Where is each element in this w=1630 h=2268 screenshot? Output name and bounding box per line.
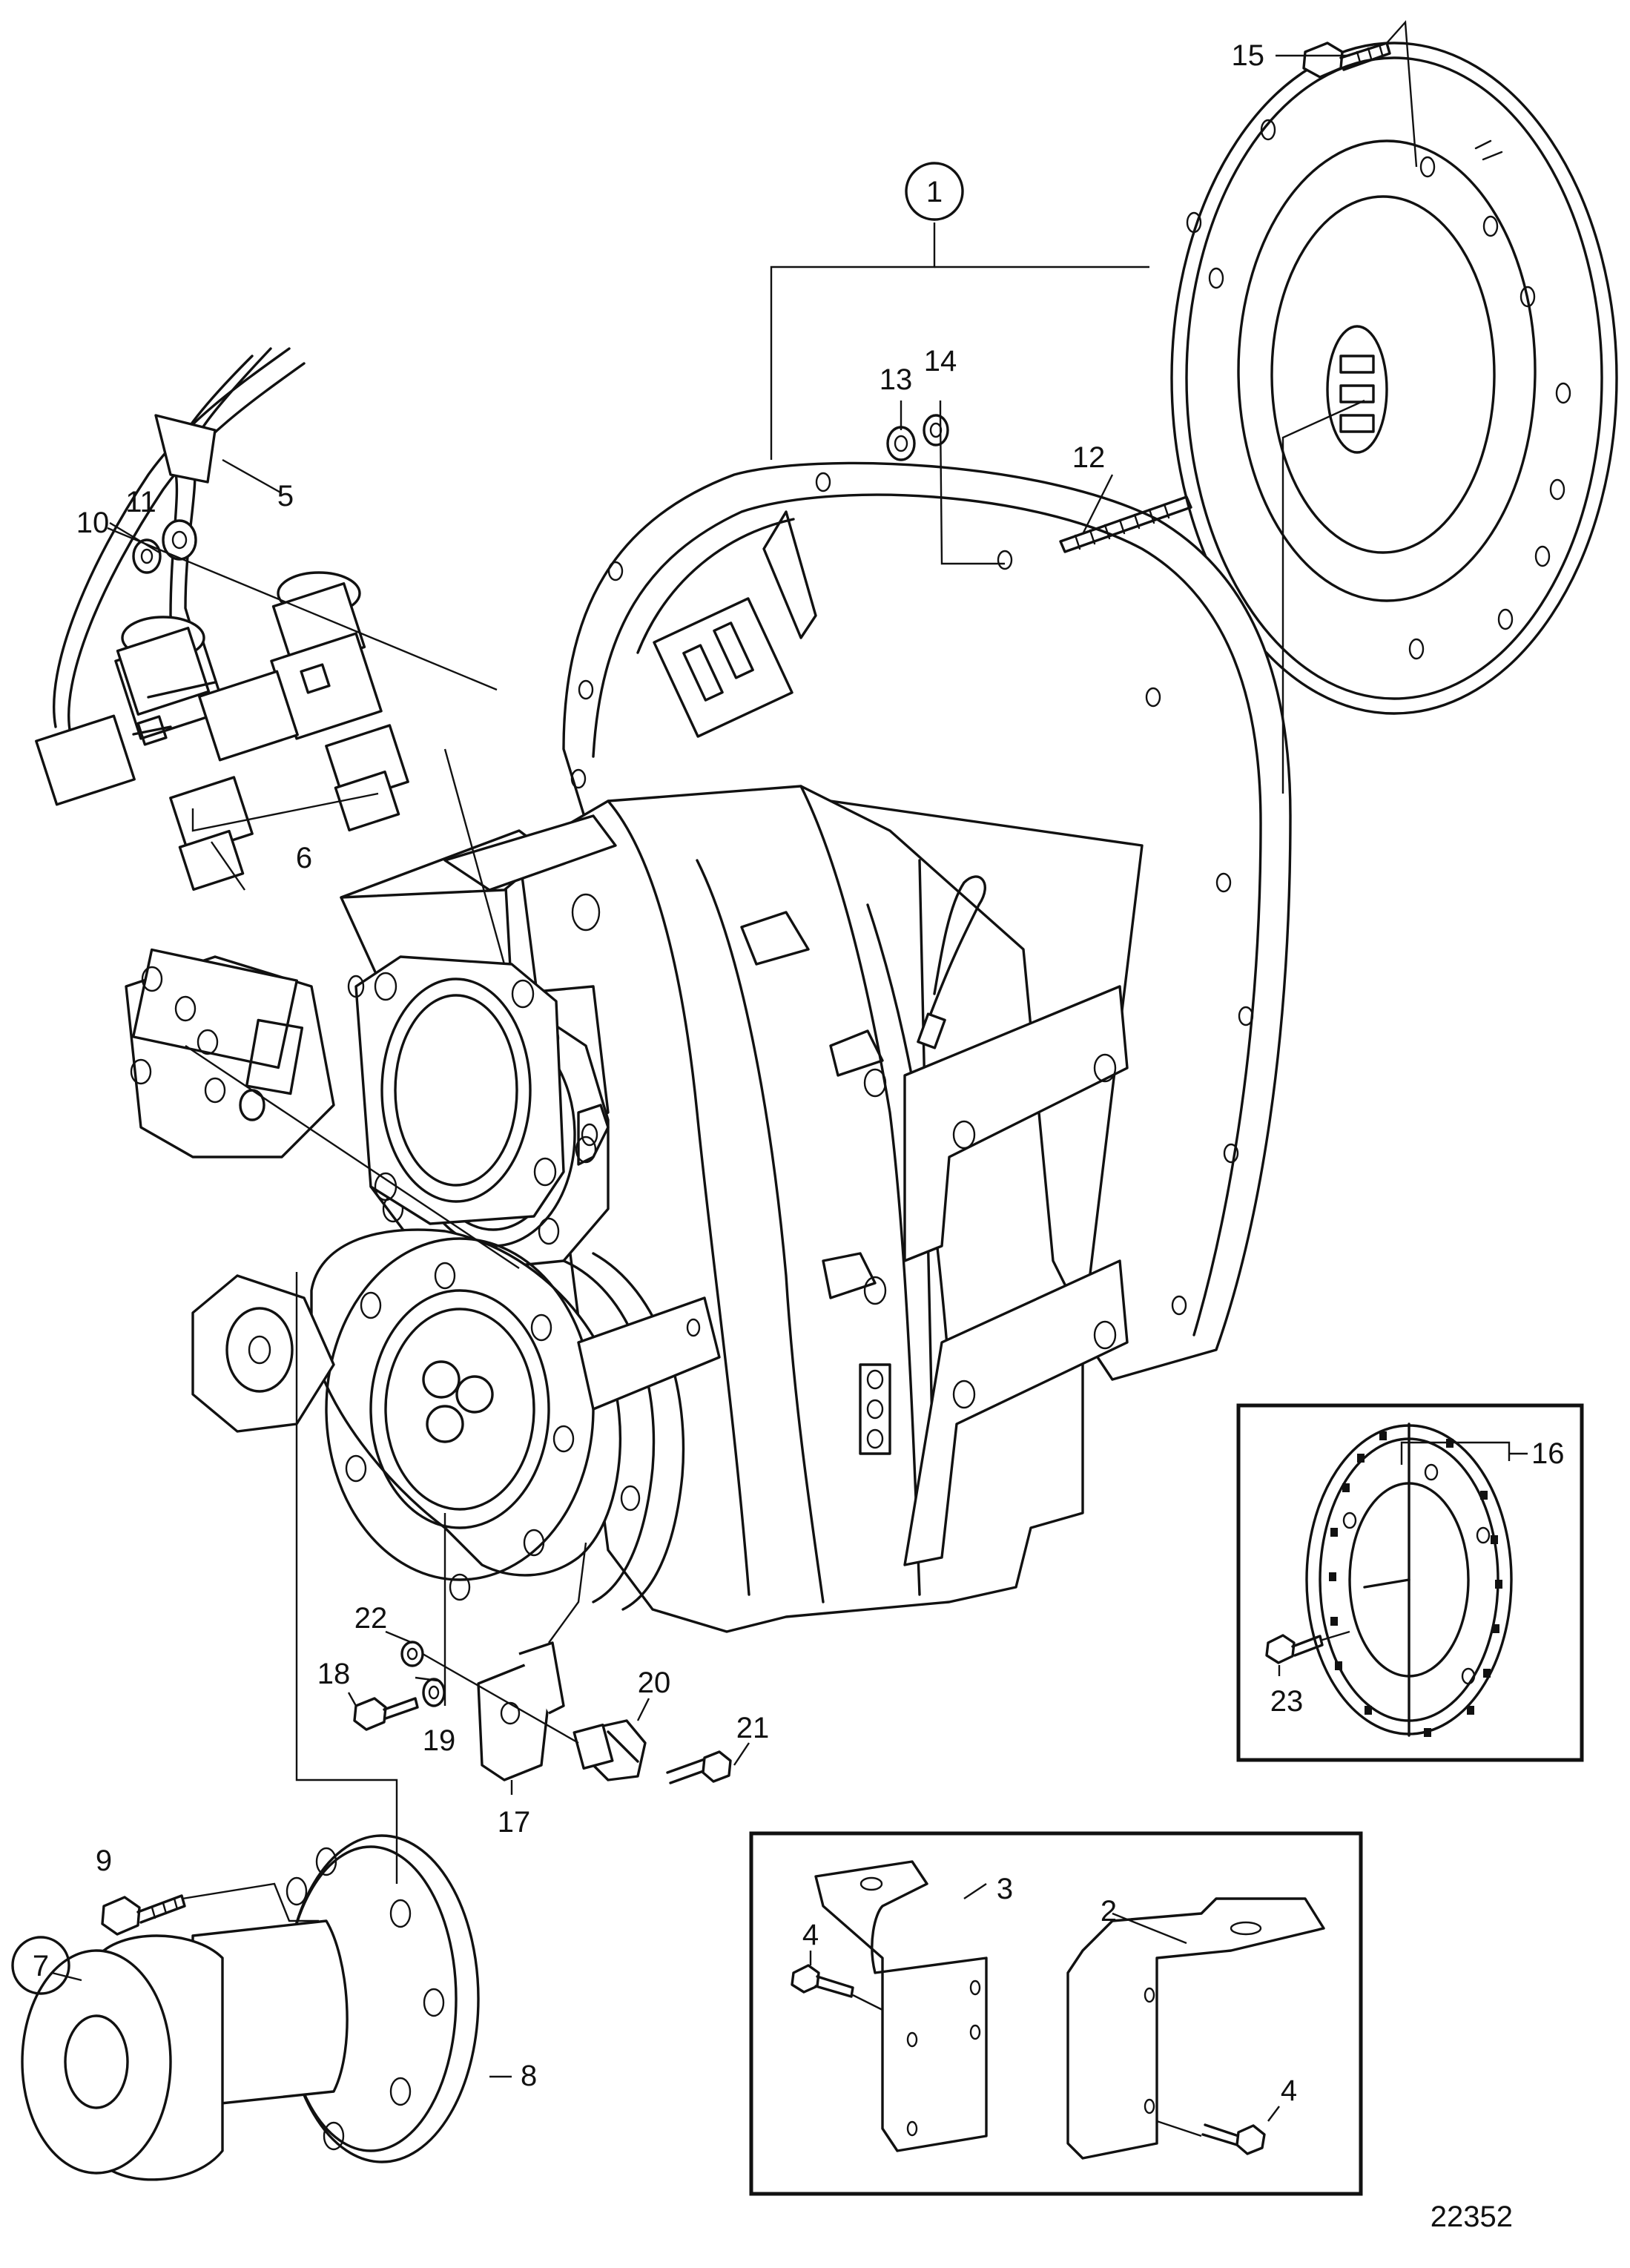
sensor-20: [573, 1719, 647, 1781]
callout-13: 13: [880, 363, 913, 396]
callout-4-left: 4: [802, 1919, 819, 1951]
inset-box-brackets: [749, 1831, 1363, 2196]
callout-21: 21: [736, 1712, 770, 1744]
bolt-23: [1265, 1634, 1324, 1664]
nut-13: [886, 426, 916, 461]
bolt-15: [1302, 42, 1391, 79]
inset-box-pulse-wheel: [1236, 1403, 1584, 1762]
callout-2: 2: [1101, 1895, 1117, 1928]
callout-11: 11: [125, 486, 156, 518]
housing-lift-lug: [653, 597, 793, 738]
callout-18: 18: [317, 1658, 351, 1690]
bolt-21: [666, 1750, 732, 1784]
pump-unit: [125, 948, 335, 1433]
callout-12: 12: [1072, 441, 1106, 474]
gearbox-body: [340, 785, 1129, 1633]
callout-17: 17: [498, 1806, 531, 1839]
inspection-cover: [347, 955, 565, 1225]
washer-19: [422, 1678, 446, 1707]
callout-15: 15: [1232, 39, 1265, 72]
output-flange: [310, 1228, 721, 1611]
bracket-3: [814, 1860, 988, 2152]
callout-9: 9: [96, 1845, 112, 1877]
callout-3: 3: [997, 1873, 1013, 1905]
callout-5: 5: [277, 480, 294, 512]
callout-circle-7: [11, 1936, 70, 1995]
callout-4-right: 4: [1281, 2074, 1297, 2107]
callout-10: 10: [76, 507, 110, 539]
callout-23: 23: [1270, 1685, 1304, 1718]
nut-11: [162, 519, 197, 561]
callout-7: 7: [33, 1950, 49, 1982]
callout-6: 6: [296, 842, 312, 874]
coupling-assembly: [21, 1834, 480, 2181]
wiring-harness: [52, 347, 306, 736]
drawing-reference-number: 22352: [1431, 2201, 1513, 2233]
washer-22: [400, 1641, 424, 1667]
washer-14: [923, 414, 949, 446]
callout-22: 22: [354, 1602, 388, 1635]
stud-12: [1059, 495, 1192, 553]
callout-16: 16: [1531, 1437, 1565, 1470]
bolt-4-left: [791, 1964, 854, 1998]
callout-circle-1: [905, 162, 964, 221]
bolt-4-right: [1201, 2123, 1266, 2155]
callout-8: 8: [521, 2060, 537, 2092]
pulse-wheel: [1305, 1423, 1513, 1737]
callout-19: 19: [423, 1724, 456, 1757]
callout-20: 20: [638, 1667, 671, 1699]
drain-plate: [859, 1363, 891, 1455]
leader-lines: [51, 20, 1528, 2137]
bolt-9: [101, 1894, 186, 1936]
bracket-2: [1066, 1897, 1325, 2160]
bolt-18: [353, 1697, 419, 1731]
solenoid-valves: [35, 571, 409, 891]
callout-14: 14: [924, 345, 957, 378]
bracket-17: [477, 1641, 565, 1781]
callout-1: 1: [926, 176, 943, 208]
bell-housing: [562, 461, 1292, 1381]
